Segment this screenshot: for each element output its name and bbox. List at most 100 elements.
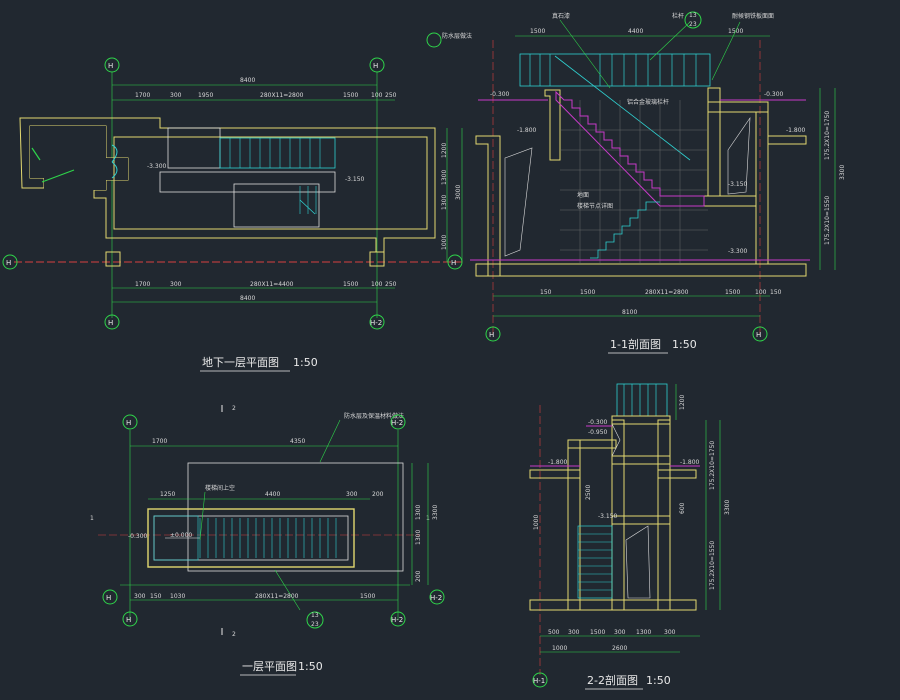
leader-line [649,21,691,61]
svg-text:H-2: H-2 [391,616,403,624]
dim-text: 1200 [441,143,448,158]
stair-flight-lower-treads [299,186,317,214]
wall-segment [544,89,561,161]
slab [567,439,617,449]
axis-bubble: H [447,254,463,270]
dim-text: 1500 [343,281,358,288]
section-mark-label: 1 [90,515,94,522]
dim-text: 4400 [628,28,643,35]
dim-text: 1300 [636,629,651,636]
dim-text: 500 [548,629,560,636]
axis-bubble: H [102,589,118,605]
tile-grid [560,100,708,264]
svg-text:H: H [6,259,11,267]
dim-text: 1500 [725,289,740,296]
svg-text:H: H [126,419,131,427]
elevation-label: -3.150 [598,513,618,520]
handrail [554,55,691,161]
svg-text:13: 13 [311,612,319,619]
stair-room [113,136,428,230]
axis-bubble: H [369,57,385,73]
elevation-label: -0.300 [128,533,148,540]
dim-text: 300 [568,629,580,636]
landing [167,127,221,169]
dim-text: 1250 [160,491,175,498]
dim-total-bottom: 8100 [622,309,637,316]
annotation: 耐候钢铁板面面 [732,12,774,20]
dim-text: 1500 [360,593,375,600]
dim-text: 1300 [415,530,422,545]
detail-callout-circle [426,32,442,48]
dim-total-top: 8400 [240,77,255,84]
elevation-label: -0.300 [764,91,784,98]
svg-text:1:50: 1:50 [646,674,671,687]
dim-text: 600 [679,502,686,514]
stair-treads [199,518,337,558]
wall-void [30,126,128,190]
axis-bubble: H-1 [532,672,548,688]
elevation-label: ±0.000 [170,532,192,539]
dim-text: 1200 [679,395,686,410]
ground-slab-right [767,135,807,145]
section-2-2-view: 1200 -0.300 -0.950 -1.800 -1.800 -3.150 … [529,383,731,690]
leader-line [199,491,206,541]
dim-text: 1500 [343,92,358,99]
annotation: 防水层做法 [442,32,472,40]
stair-flight-lower-hatch [233,183,320,228]
dim-text: 1500 [580,289,595,296]
dim-text: 1000 [441,235,448,250]
dim-text: 300 [664,629,676,636]
hatched-void-area [187,462,404,572]
dim-text: 1300 [441,195,448,210]
ground-slab-left [529,469,581,479]
dim-text: 100 [755,289,767,296]
dim-text: 200 [415,570,422,582]
dim-text: 280X11=2800 [645,289,689,296]
svg-text:2-2剖面图: 2-2剖面图 [587,673,638,687]
leader-line [711,21,741,81]
elevation-label: -0.950 [588,429,608,436]
stair-flight-main [555,90,705,207]
landing-rail [159,171,336,193]
stair-flight-upper [219,137,336,169]
svg-text:H-2: H-2 [370,319,382,327]
dim-text: 280X11=2800 [255,593,299,600]
view-title: 一层平面图 1:50 [240,660,323,676]
stair-treads [578,533,612,591]
stair-opening [147,508,355,568]
svg-text:23: 23 [689,21,697,28]
elevation-label: -0.300 [588,419,608,426]
dim-text: 1700 [152,438,167,445]
dim-text: 100 [371,281,383,288]
dim-text: 1000 [552,645,567,652]
dim-text: 1700 [135,281,150,288]
annotation: 栏杆 [672,12,684,20]
svg-text:H: H [126,616,131,624]
annotation: 防水层及保温材料做法 [344,412,404,420]
elevation-label: -1.800 [548,459,568,466]
dim-text: 300 [170,92,182,99]
dim-text: 150 [770,289,782,296]
dim-text: 1500 [590,629,605,636]
dim-text: 150 [150,593,162,600]
elevation-label: -3.150 [345,176,365,183]
wall [657,419,671,611]
detail-ref-bubble: 13 23 [684,11,702,29]
stair-flight [577,525,613,599]
roof-slab [611,415,671,425]
dim-text: 300 [170,281,182,288]
detail-ref-bubble: 13 23 [306,611,324,629]
leader-line [559,19,611,89]
soil-wedge [611,423,621,457]
stair-flight-lower [590,201,660,259]
svg-text:1:50: 1:50 [298,660,323,673]
svg-text:H-2: H-2 [391,419,403,427]
dim-text: 300 [614,629,626,636]
dim-text: 175.2X10=1750 [824,111,831,160]
wall-left [475,135,501,277]
svg-text:1:50: 1:50 [293,356,318,369]
svg-text:1-1剖面图: 1-1剖面图 [610,337,661,351]
soil-wedge [625,525,651,599]
soil-wedge [727,116,751,195]
